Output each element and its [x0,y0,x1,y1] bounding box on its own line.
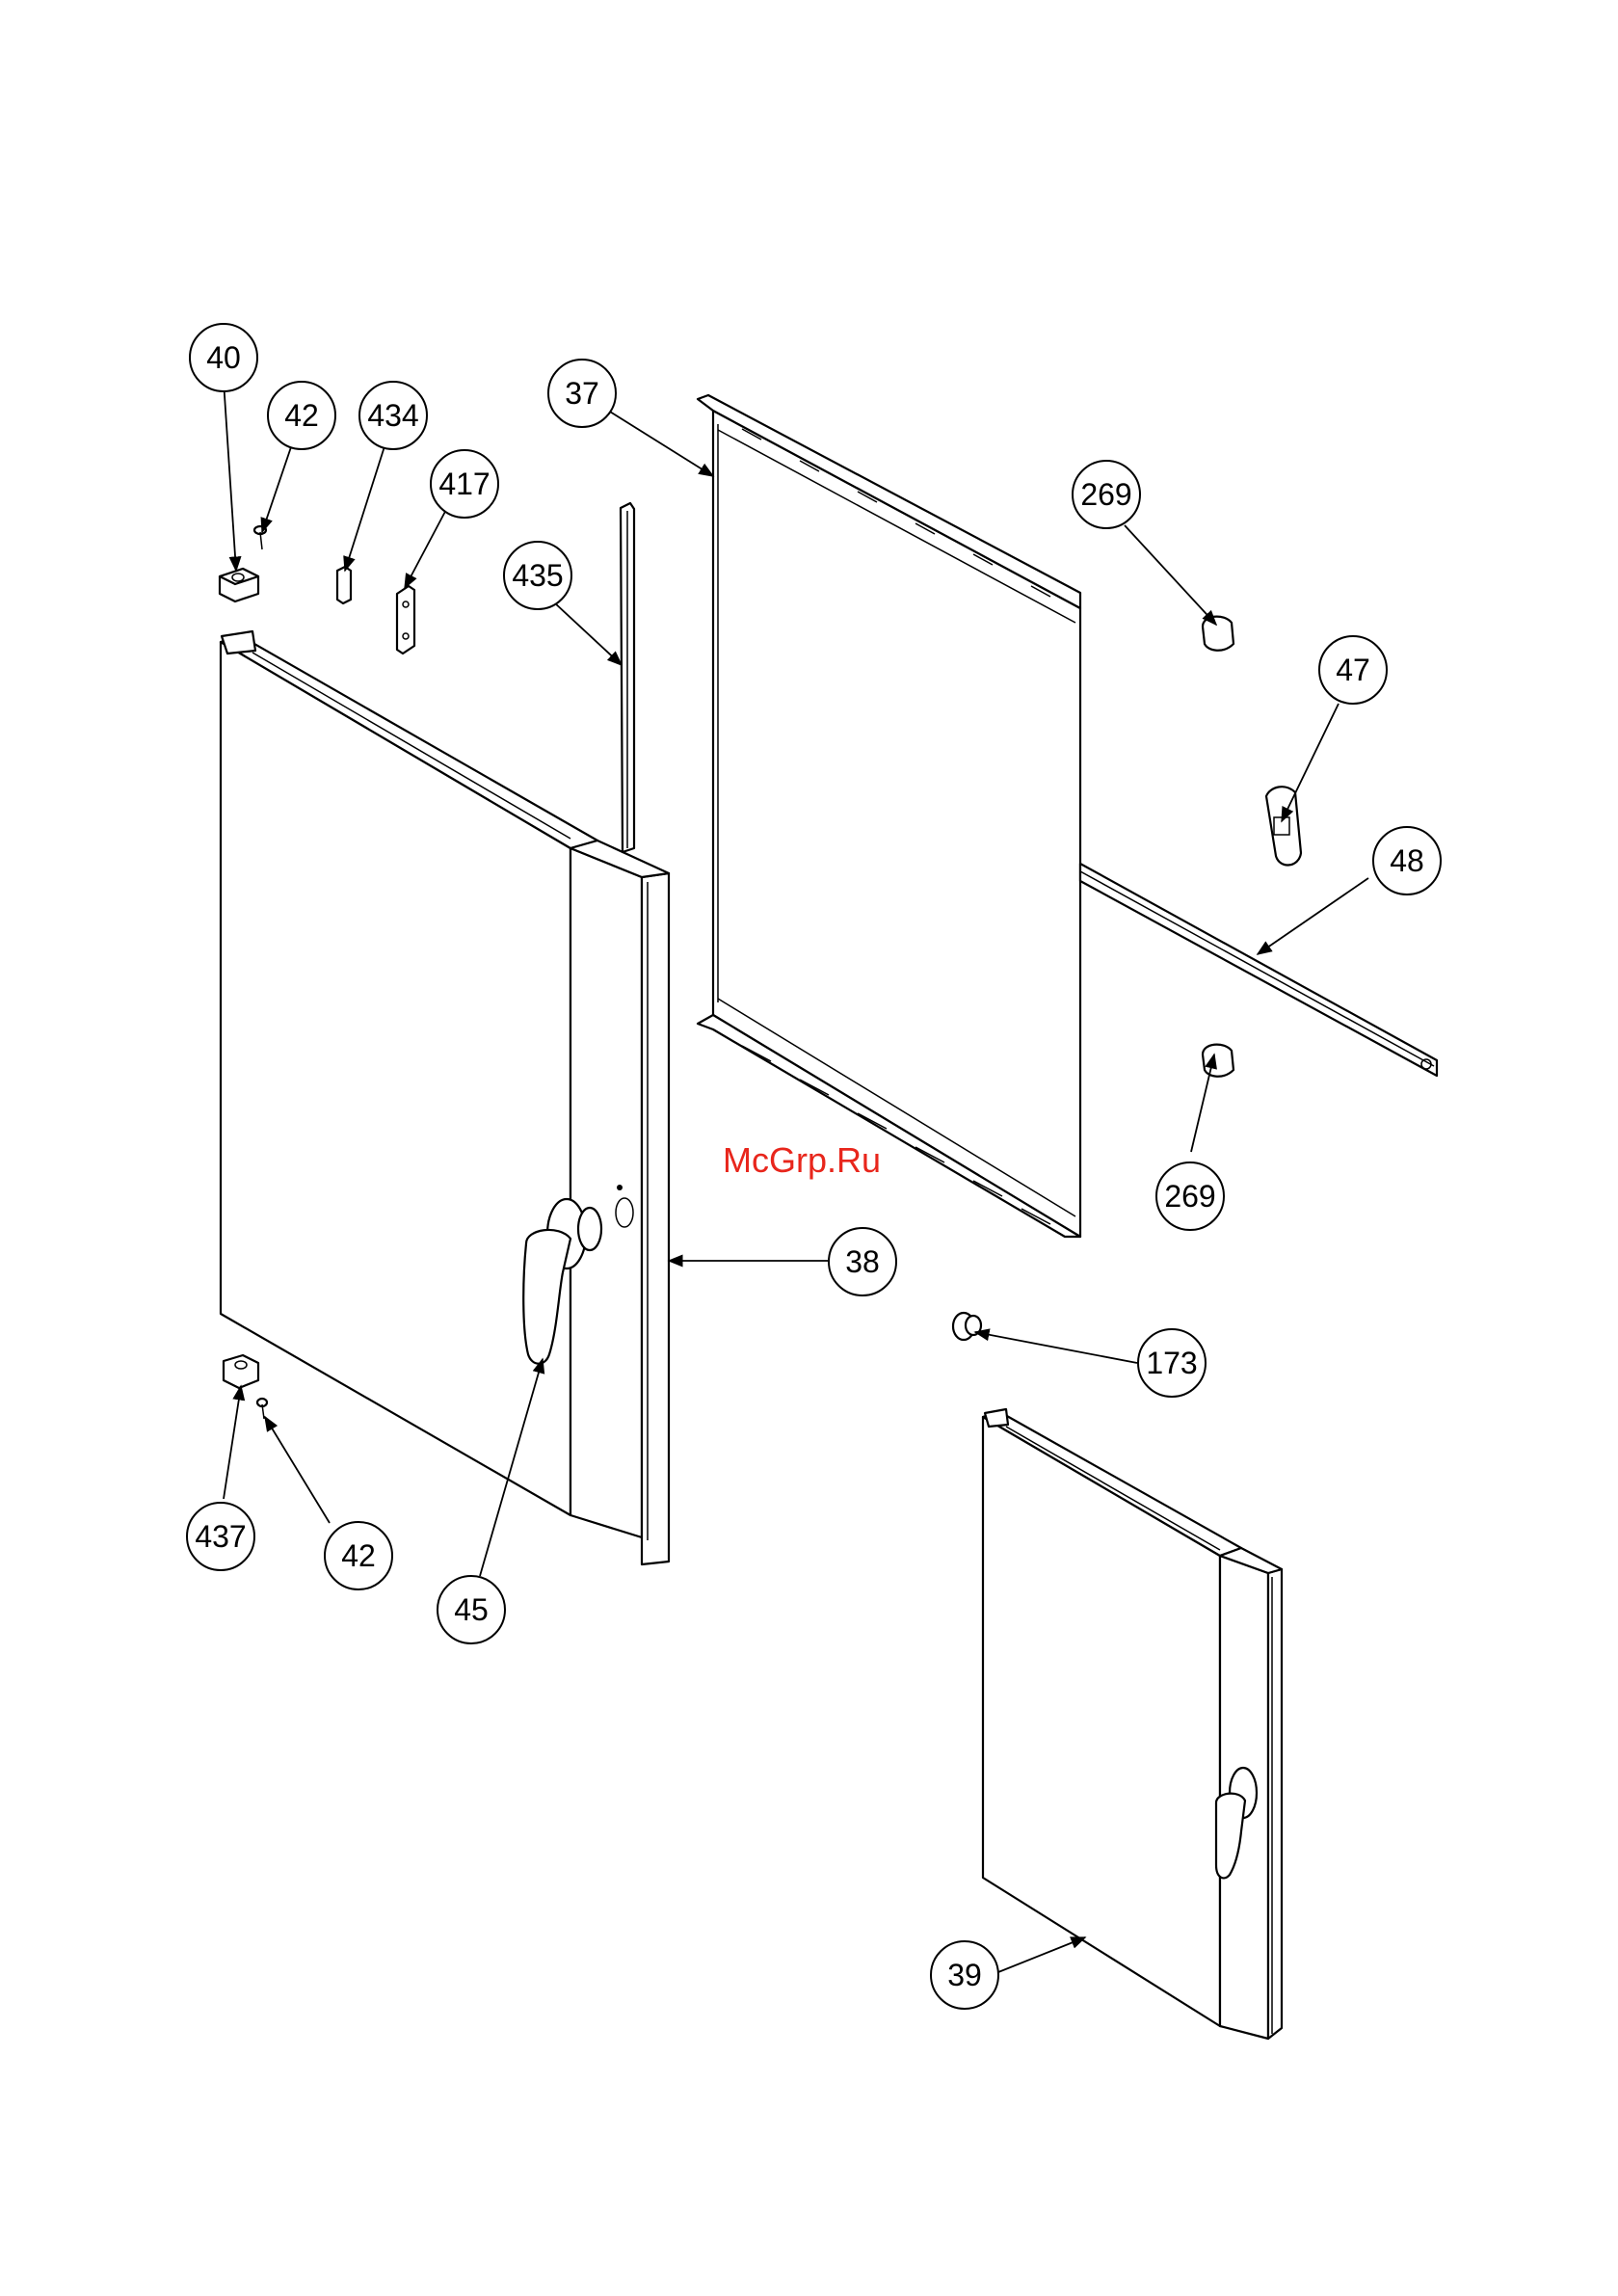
callout-437: 437 [187,1503,254,1570]
rail-48 [1080,864,1437,1076]
callout-48: 48 [1373,827,1441,894]
callout-417: 417 [431,450,498,518]
callout-38: 38 [829,1228,896,1295]
callout-label: 434 [367,398,418,433]
callout-label: 435 [512,558,563,593]
callout-label: 269 [1080,477,1131,512]
callout-label: 40 [206,340,241,375]
bracket-47 [1266,787,1301,865]
small-plate-417 [397,586,414,654]
callout-47: 47 [1319,636,1387,704]
callout-435: 435 [504,542,571,609]
glass-panel-frame [698,395,1080,1237]
callout-42-bottom: 42 [325,1522,392,1589]
callout-label: 45 [454,1592,489,1627]
callout-42-top: 42 [268,382,335,449]
callout-label: 269 [1164,1179,1215,1214]
callout-label: 42 [284,398,319,433]
callout-label: 47 [1336,653,1370,687]
callout-45: 45 [438,1576,505,1643]
callout-label: 39 [947,1958,982,1992]
hinge-block-top [220,569,258,601]
callout-37: 37 [548,360,616,427]
small-clip-434 [337,567,351,603]
callout-269-bottom: 269 [1156,1162,1224,1230]
callout-label: 42 [341,1538,376,1573]
callout-434: 434 [359,382,427,449]
callout-269-top: 269 [1073,461,1140,528]
callout-label: 173 [1146,1346,1197,1380]
hinge-block-bottom [224,1355,258,1388]
vertical-rod [621,503,634,852]
watermark-text: McGrp.Ru [723,1140,881,1180]
callout-label: 38 [845,1244,880,1279]
callout-39: 39 [931,1941,998,2009]
callout-label: 37 [565,376,599,411]
screw-top [254,526,266,549]
callout-173: 173 [1138,1329,1206,1397]
clip-269-top [1203,617,1233,651]
main-door [221,631,669,1564]
callout-40: 40 [190,324,257,391]
knob-173 [953,1313,981,1340]
screw-bottom [257,1399,267,1419]
small-door [983,1409,1282,2039]
callout-label: 437 [195,1519,246,1554]
callout-label: 417 [438,467,490,501]
callout-label: 48 [1390,843,1424,878]
clip-269-bottom [1203,1045,1233,1077]
